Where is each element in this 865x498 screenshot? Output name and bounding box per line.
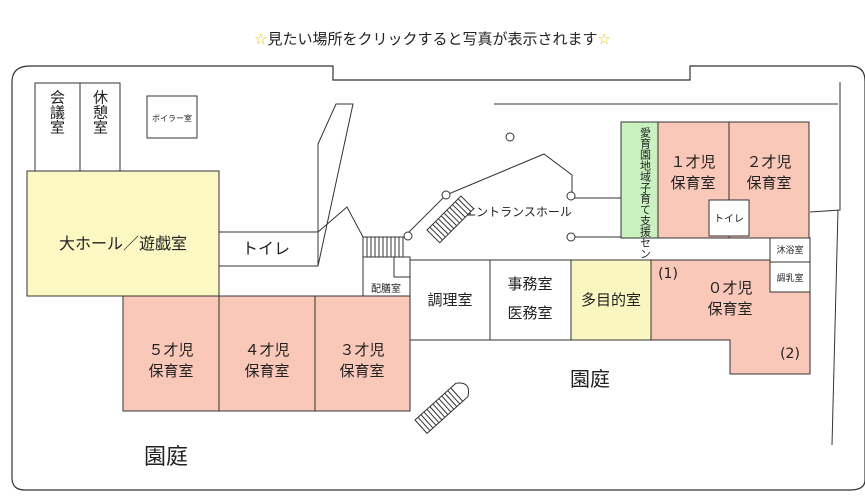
room-rest-label: 休憩室 (91, 90, 109, 135)
room-age5-label-2: 保育室 (148, 362, 193, 380)
garden-right-label: 園庭 (570, 367, 610, 391)
room-bath-label: 沐浴室 (776, 244, 803, 256)
room-kitchen-label: 調理室 (427, 291, 472, 309)
room-boiler[interactable] (146, 95, 198, 139)
room-age5-label-1: ５才児 (148, 341, 193, 359)
room-toilet-small[interactable] (708, 199, 750, 237)
serving-counter (393, 256, 411, 278)
instruction-text: 見たい場所をクリックすると写真が表示されます (267, 30, 598, 48)
room-age4-label-1: ４才児 (244, 341, 289, 359)
room-multipurpose[interactable] (570, 259, 652, 341)
room-age3-label-1: ３才児 (339, 341, 384, 359)
room-age4[interactable] (218, 295, 316, 412)
room-entrance-label: エントランスホール (464, 205, 572, 219)
star-icon: ☆ (597, 30, 611, 48)
room-age4-label-2: 保育室 (244, 362, 289, 380)
room-milk-label: 調乳室 (776, 272, 803, 284)
site-boundary (11, 65, 865, 491)
pillar (566, 191, 576, 201)
garden-left-label: 園庭 (144, 445, 188, 470)
room-support-center-label: 愛育園地域子育て支援センター (639, 127, 652, 281)
room-age3[interactable] (314, 295, 411, 412)
room-office[interactable] (489, 259, 572, 341)
pillar (505, 132, 515, 142)
room-boiler-label: ボイラー室 (152, 113, 192, 123)
pillar (441, 190, 451, 200)
room-meeting-label: 会議室 (48, 90, 66, 135)
stairs-outdoor (414, 382, 470, 435)
room-age1-label-2: 保育室 (670, 174, 715, 192)
pillar (403, 231, 413, 241)
room-toilet-small-label: トイレ (714, 214, 744, 225)
room-hall[interactable] (26, 170, 220, 297)
room-age0[interactable] (650, 259, 811, 375)
room-age0-part2: (2) (780, 346, 800, 362)
room-age2-label-2: 保育室 (746, 174, 791, 192)
room-age2-label-1: ２才児 (746, 153, 791, 171)
wall-right (809, 82, 841, 213)
room-hall-label: 大ホール／遊戯室 (59, 234, 187, 253)
room-medical-label: 医務室 (507, 304, 552, 322)
room-age5[interactable] (122, 295, 220, 412)
wall-right-lower (831, 209, 839, 446)
room-kitchen[interactable] (409, 259, 491, 341)
star-icon: ☆ (254, 30, 268, 48)
pillar (566, 232, 576, 242)
room-age0-label-2: 保育室 (707, 300, 752, 318)
page-title: ☆見たい場所をクリックすると写真が表示されます☆ (0, 28, 865, 49)
room-age1-label-1: １才児 (670, 153, 715, 171)
room-age0-part1: (1) (658, 266, 678, 282)
stairs-entrance (426, 195, 475, 244)
room-multipurpose-label: 多目的室 (581, 291, 641, 309)
room-bath[interactable] (769, 237, 811, 263)
room-age0-label-1: ０才児 (707, 279, 752, 297)
stairs-small (362, 236, 404, 258)
room-age3-label-2: 保育室 (339, 362, 384, 380)
room-serving-label: 配膳室 (371, 282, 401, 295)
room-toilet-main-label: トイレ (242, 239, 290, 258)
room-office-label: 事務室 (507, 275, 552, 293)
entrance-walls (317, 103, 622, 267)
room-rest[interactable] (79, 82, 121, 172)
